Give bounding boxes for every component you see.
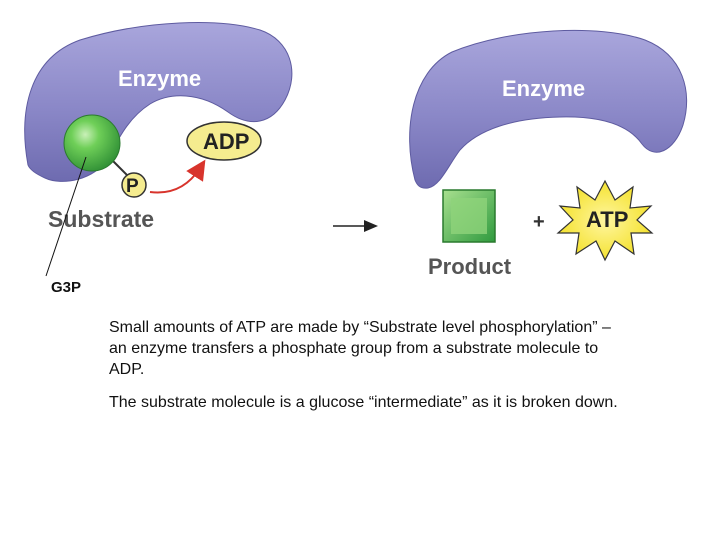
right-enzyme-shape: [409, 29, 688, 189]
paragraph-glucose-intermediate: The substrate molecule is a glucose “int…: [109, 394, 618, 411]
left-enzyme-label: Enzyme: [118, 66, 201, 91]
substrate-label: Substrate: [48, 206, 154, 232]
left-enzyme-shape: [24, 22, 293, 182]
product-label: Product: [428, 254, 512, 279]
product-square-highlight: [451, 198, 487, 234]
transfer-arrow: [149, 159, 206, 194]
g3p-pointer-line: [45, 156, 87, 277]
right-enzyme-label: Enzyme: [502, 76, 585, 101]
substrate-sphere: [63, 114, 121, 172]
reaction-diagram: Enzyme Enzyme P ADP Substrate G3P Produc…: [24, 22, 688, 296]
adp-label: ADP: [203, 129, 249, 154]
g3p-label: G3P: [51, 279, 81, 296]
adp-oval: [186, 121, 262, 161]
plus-sign: +: [533, 211, 545, 233]
reaction-arrow-head: [364, 220, 378, 232]
phosphate-bond: [111, 159, 129, 177]
phosphate-circle: [121, 172, 147, 198]
atp-label: ATP: [586, 207, 628, 232]
atp-starburst: [556, 179, 654, 262]
phosphate-label: P: [126, 176, 139, 197]
paragraph-substrate-level-phosphorylation: Small amounts of ATP are made by “Substr…: [109, 319, 611, 378]
